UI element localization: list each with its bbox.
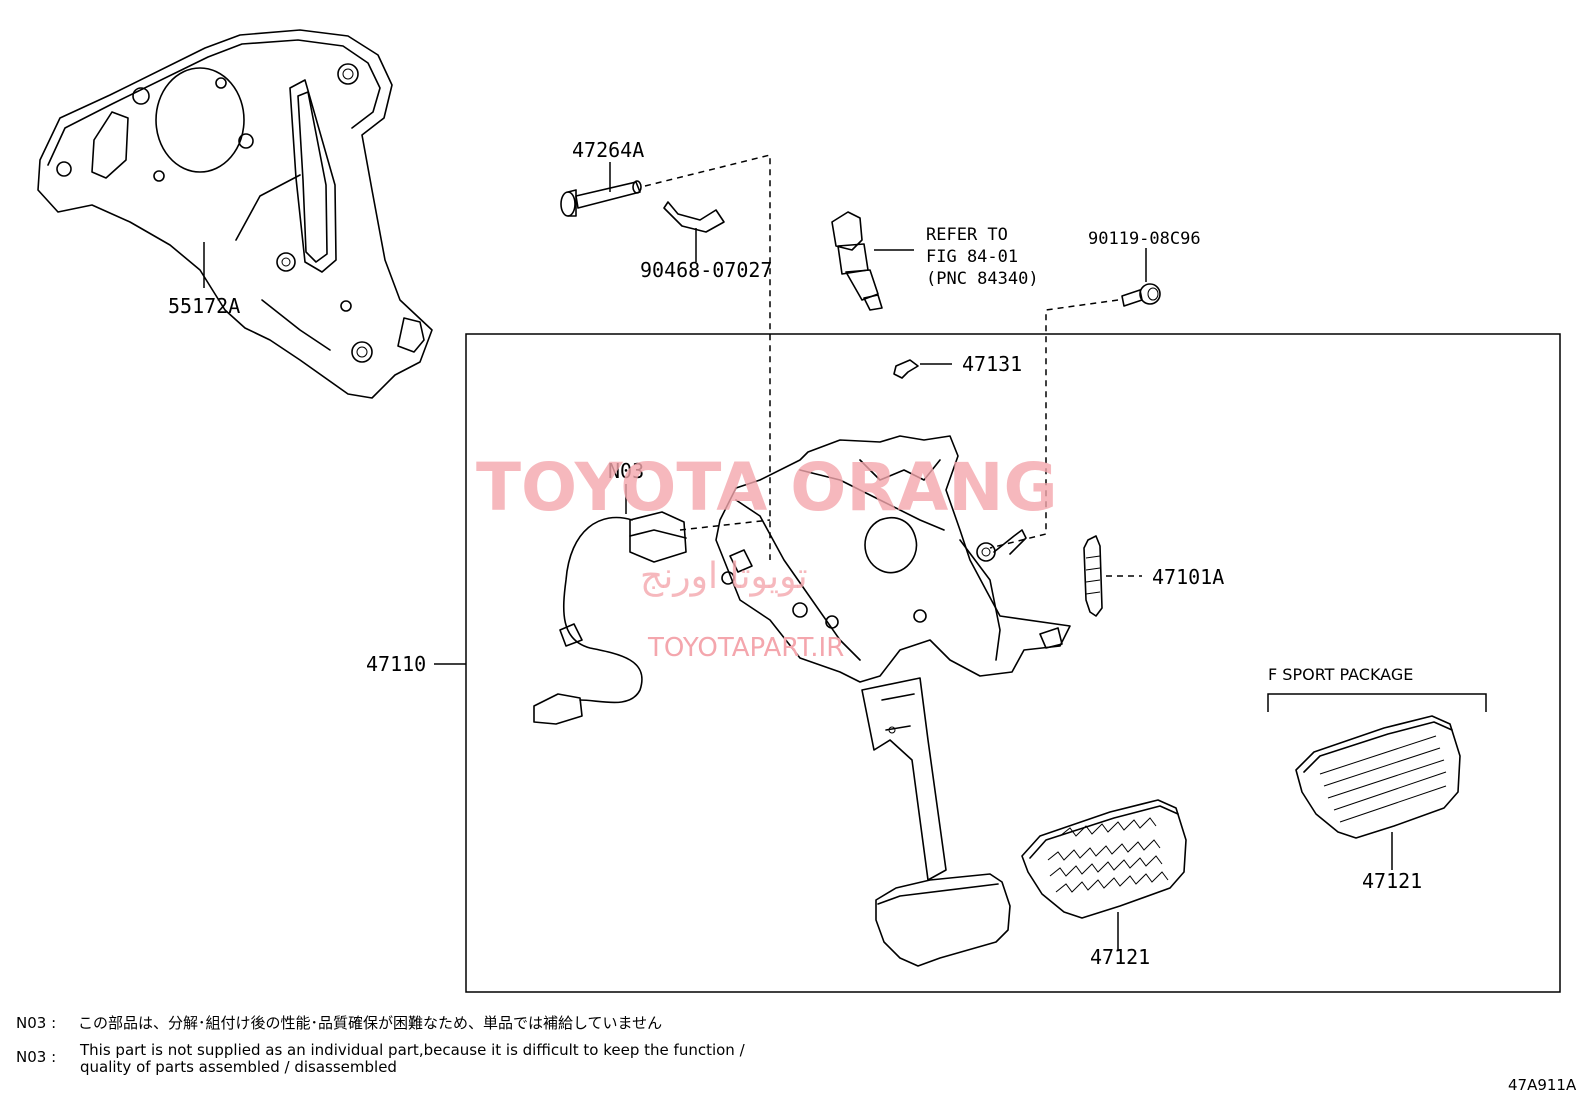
pedal-pad-sport-drawing	[1295, 715, 1461, 839]
f-sport-bracket	[1267, 693, 1487, 712]
note-en-code: N03 :	[16, 1048, 56, 1066]
bracket-55172a-drawing	[37, 29, 433, 399]
label-refer-line3: (PNC 84340)	[926, 269, 1039, 289]
label-f-sport-package: F SPORT PACKAGE	[1268, 665, 1413, 684]
label-55172a: 55172A	[168, 294, 240, 318]
pedal-assembly-drawing	[715, 435, 1071, 967]
cushion-47131-drawing	[893, 359, 919, 379]
note-jp-code: N03 :	[16, 1014, 56, 1032]
bolt-90119-drawing	[1121, 283, 1161, 307]
spring-47101a-drawing	[1083, 535, 1103, 617]
watermark-main: TOYOTA ORANG	[476, 449, 1058, 526]
assembly-box	[465, 333, 1561, 993]
note-en-line2: quality of parts assembled / disassemble…	[80, 1058, 397, 1076]
label-90119: 90119-08C96	[1088, 229, 1201, 249]
figure-id: 47A911A	[1508, 1076, 1577, 1094]
label-47121-standard: 47121	[1090, 945, 1150, 969]
label-47264a: 47264A	[572, 138, 644, 162]
label-47110: 47110	[366, 652, 426, 676]
label-47101a: 47101A	[1152, 565, 1224, 589]
pedal-pad-standard-drawing	[1021, 799, 1187, 919]
watermark-site: TOYOTAPART.IR	[647, 633, 844, 663]
note-en-line1: This part is not supplied as an individu…	[79, 1041, 746, 1059]
label-47121-sport: 47121	[1362, 869, 1422, 893]
dashed-line-pin	[644, 154, 771, 560]
label-90468: 90468-07027	[640, 258, 772, 282]
stop-lamp-switch-drawing	[831, 211, 883, 311]
label-refer-line2: FIG 84-01	[926, 247, 1018, 267]
note-jp-text: この部品は、分解･組付け後の性能･品質確保が困難なため、単品では補給していません	[78, 1014, 662, 1032]
pin-47264a-drawing	[560, 180, 642, 217]
label-refer-line1: REFER TO	[926, 225, 1008, 245]
label-n03: N03	[608, 459, 644, 483]
n03-harness-drawing	[533, 511, 687, 725]
dashed-line-bolt	[989, 299, 1119, 549]
clip-90468-drawing	[663, 201, 725, 233]
dashed-line-n03	[679, 519, 771, 531]
label-47131: 47131	[962, 352, 1022, 376]
watermark-arabic: تويوتا اورنج	[640, 556, 808, 597]
